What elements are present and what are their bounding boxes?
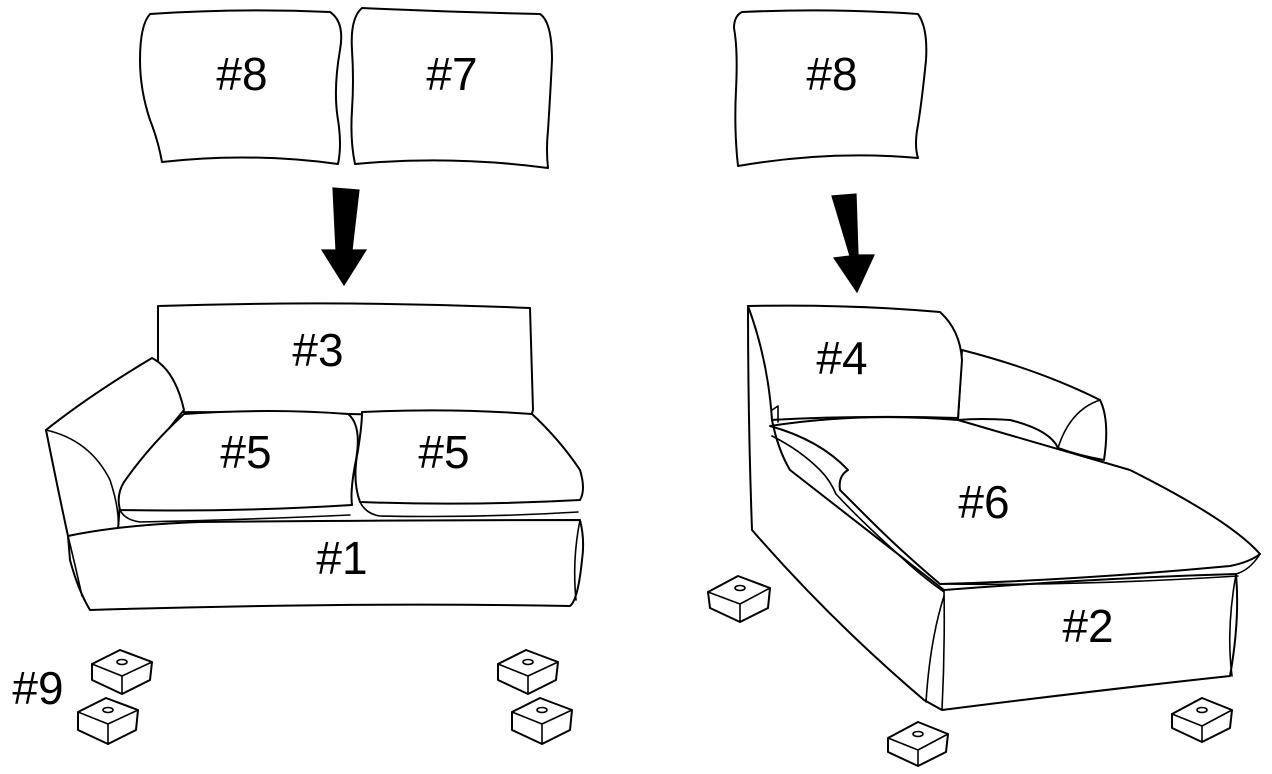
chaise-arm-right — [957, 349, 1108, 461]
label-8-right: #8 — [806, 48, 857, 100]
back-cushion-8-right: #8 — [733, 9, 928, 167]
label-1: #1 — [316, 532, 367, 584]
foot-right-2 — [887, 721, 949, 767]
label-9: #9 — [12, 662, 63, 714]
back-cushion-8-left: #8 — [139, 9, 343, 165]
foot-left-2 — [77, 697, 139, 745]
chaise-backrest-4: #4 — [747, 304, 963, 421]
arrow-down-icon-right — [831, 193, 875, 294]
foot-left-3 — [497, 649, 559, 695]
label-6: #6 — [958, 476, 1009, 528]
chaise-seat-6: #6 — [769, 416, 1261, 593]
label-3: #3 — [292, 324, 343, 376]
back-cushion-7: #7 — [350, 7, 553, 169]
label-2: #2 — [1062, 600, 1113, 652]
chaise-base-2: #2 — [747, 305, 1239, 711]
seat-cushion-5-right: #5 — [354, 409, 584, 518]
arrow-down-icon-left — [320, 187, 368, 287]
sofa-base-1: #1 — [67, 519, 585, 611]
foot-right-3 — [1171, 697, 1233, 743]
label-5-left: #5 — [220, 426, 271, 478]
label-7: #7 — [426, 48, 477, 100]
seat-cushion-5-left: #5 — [117, 410, 359, 523]
foot-right-1 — [707, 575, 771, 623]
label-4: #4 — [816, 332, 867, 384]
label-8-left: #8 — [216, 48, 267, 100]
label-5-right: #5 — [418, 426, 469, 478]
foot-left-1 — [91, 649, 153, 695]
sofa-backrest-3: #3 — [157, 302, 534, 421]
foot-left-4 — [511, 697, 573, 745]
